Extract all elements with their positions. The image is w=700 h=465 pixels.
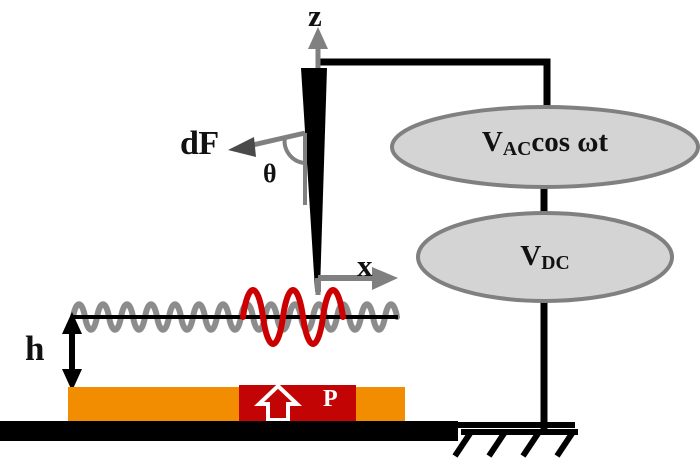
ac-source-rest: cos ωt (531, 126, 609, 158)
theta-label: θ (263, 159, 277, 188)
ac-source-v: V (481, 126, 503, 158)
circuit-wiring (318, 58, 575, 430)
oscillation-enhanced-wave (240, 287, 346, 347)
wire-tip-to-ac (318, 58, 551, 110)
ac-source-label: VACcos ωt (400, 126, 690, 161)
bottom-electrode-substrate (0, 421, 458, 441)
ac-source-subscript: AC (502, 138, 532, 161)
polarization-label: P (323, 386, 338, 412)
z-axis-label: z (308, 0, 322, 33)
polarization-up-arrow-icon (253, 383, 303, 422)
x-axis-label: x (357, 248, 373, 283)
x-axis-arrow (315, 267, 398, 292)
ground-symbol (452, 429, 578, 458)
theta-angle-arc (282, 136, 306, 165)
dc-source-label: VDC (420, 240, 670, 275)
ac-voltage-source[interactable] (390, 105, 700, 189)
force-vector-arrow (228, 130, 306, 157)
dc-voltage-source[interactable] (416, 211, 674, 303)
afm-tip (301, 68, 327, 290)
gap-height-arrow (62, 312, 82, 391)
dc-source-subscript: DC (541, 252, 570, 275)
force-label: dF (180, 125, 219, 162)
gap-height-label: h (25, 329, 45, 368)
dc-source-v: V (520, 240, 542, 272)
